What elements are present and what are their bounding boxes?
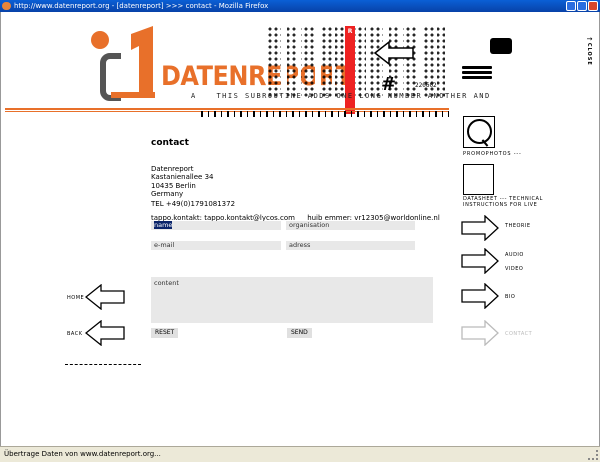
black-pill-decoration xyxy=(490,38,512,54)
arrow-left-icon xyxy=(373,40,414,66)
name-field[interactable]: name xyxy=(151,221,281,230)
nav-bio[interactable]: BIO xyxy=(505,294,516,300)
reset-button[interactable]: RESET xyxy=(151,328,179,338)
page-content: DATENREPORT R # 220602 ↑CLOSE A THIS SUB… xyxy=(0,12,600,446)
close-arrow-icon: ↑ xyxy=(585,36,593,43)
arrow-left-icon[interactable] xyxy=(85,320,125,346)
header-divider xyxy=(5,108,449,110)
address-line: Datenreport xyxy=(151,165,194,173)
firefox-icon xyxy=(2,2,11,10)
adress-field[interactable]: adress xyxy=(286,241,415,250)
datenreport-logo-icon xyxy=(91,26,155,102)
arrow-right-icon xyxy=(461,320,499,346)
nav-video[interactable]: VIDEO xyxy=(505,266,524,272)
minimize-button[interactable] xyxy=(566,1,576,11)
nav-audio[interactable]: AUDIO xyxy=(505,252,524,258)
header-code: 220602 xyxy=(415,82,437,89)
resize-grip-icon[interactable] xyxy=(588,450,598,460)
maximize-button[interactable] xyxy=(577,1,587,11)
address-line: 10435 Berlin xyxy=(151,181,196,190)
window-title: http://www.datenreport.org - [datenrepor… xyxy=(14,2,269,10)
window-controls xyxy=(566,1,598,11)
telephone: TEL +49(0)1791081372 xyxy=(151,200,236,208)
red-strip: R xyxy=(345,26,355,114)
postal-address: Datenreport Kastanienallee 34 10435 Berl… xyxy=(151,165,214,198)
punchcard-mask xyxy=(267,26,445,98)
nav-contact-current: CONTACT xyxy=(505,331,533,337)
send-button[interactable]: SEND xyxy=(287,328,312,338)
magnifier-icon xyxy=(467,119,492,144)
page-title: contact xyxy=(151,138,189,148)
nav-home[interactable]: HOME xyxy=(67,295,85,301)
arrow-right-icon[interactable] xyxy=(461,283,499,309)
hash-glyph: # xyxy=(381,74,397,95)
datasheet-link[interactable]: DATASHEET --- TECHNICAL INSTRUCTIONS FOR… xyxy=(463,196,543,208)
address-line: Germany xyxy=(151,189,184,198)
barcode-decoration xyxy=(201,111,449,117)
promophotos-link[interactable]: PROMOPHOTOS --- xyxy=(463,151,522,157)
name-field-text: name xyxy=(154,221,173,229)
organisation-field[interactable]: organisation xyxy=(286,221,415,230)
ticker-text: THIS SUBROUTINE ADDS ONE LONG NUMBER ANO… xyxy=(216,92,491,100)
window-titlebar: http://www.datenreport.org - [datenrepor… xyxy=(0,0,600,12)
address-line: Kastanienallee 34 xyxy=(151,173,214,182)
header-ticker: A THIS SUBROUTINE ADDS ONE LONG NUMBER A… xyxy=(191,92,491,100)
email-field[interactable]: e-mail xyxy=(151,241,281,250)
nav-theorie[interactable]: THEORIE xyxy=(505,223,531,229)
arrow-right-icon[interactable] xyxy=(461,215,499,241)
red-strip-letter: R xyxy=(347,28,353,35)
content-textarea[interactable]: content xyxy=(151,277,433,323)
close-label: CLOSE xyxy=(586,42,592,66)
arrow-left-icon[interactable] xyxy=(85,284,125,310)
email-contacts: tappo.kontakt: tappo.kontakt@lycos.com h… xyxy=(151,214,440,222)
close-window-button[interactable] xyxy=(588,1,598,11)
arrow-right-icon[interactable] xyxy=(461,248,499,274)
nav-back[interactable]: BACK xyxy=(67,331,83,337)
status-bar: Übertrage Daten von www.datenreport.org.… xyxy=(0,446,600,462)
dashed-divider xyxy=(65,364,141,365)
close-link[interactable]: ↑CLOSE xyxy=(585,36,593,66)
promophotos-thumbnail[interactable] xyxy=(463,116,495,148)
email-tappo-link[interactable]: tappo.kontakt: tappo.kontakt@lycos.com xyxy=(151,214,295,222)
menu-icon[interactable] xyxy=(462,66,492,81)
email-huib-link[interactable]: huib emmer: vr12305@worldonline.nl xyxy=(307,214,440,222)
status-text: Übertrage Daten von www.datenreport.org.… xyxy=(4,450,161,458)
datasheet-thumbnail[interactable] xyxy=(463,164,494,195)
ticker-prefix: A xyxy=(191,92,197,100)
